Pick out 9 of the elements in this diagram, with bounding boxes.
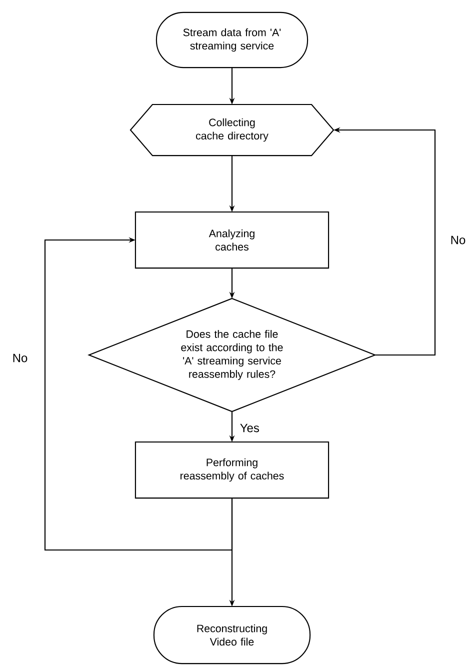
process-box: Analyzing caches (134, 211, 330, 269)
edge-label: Yes (238, 422, 261, 434)
terminator-box: Reconstructing Video file (153, 606, 311, 664)
arrow (44, 237, 233, 551)
process-box: Performing reassembly of caches (134, 441, 330, 499)
edge-label: No (11, 352, 29, 364)
edge-label: No (449, 234, 467, 246)
preparation-hexagon: Collecting cache directory (130, 104, 334, 156)
terminator-box: Stream data from 'A' streaming service (156, 12, 308, 68)
